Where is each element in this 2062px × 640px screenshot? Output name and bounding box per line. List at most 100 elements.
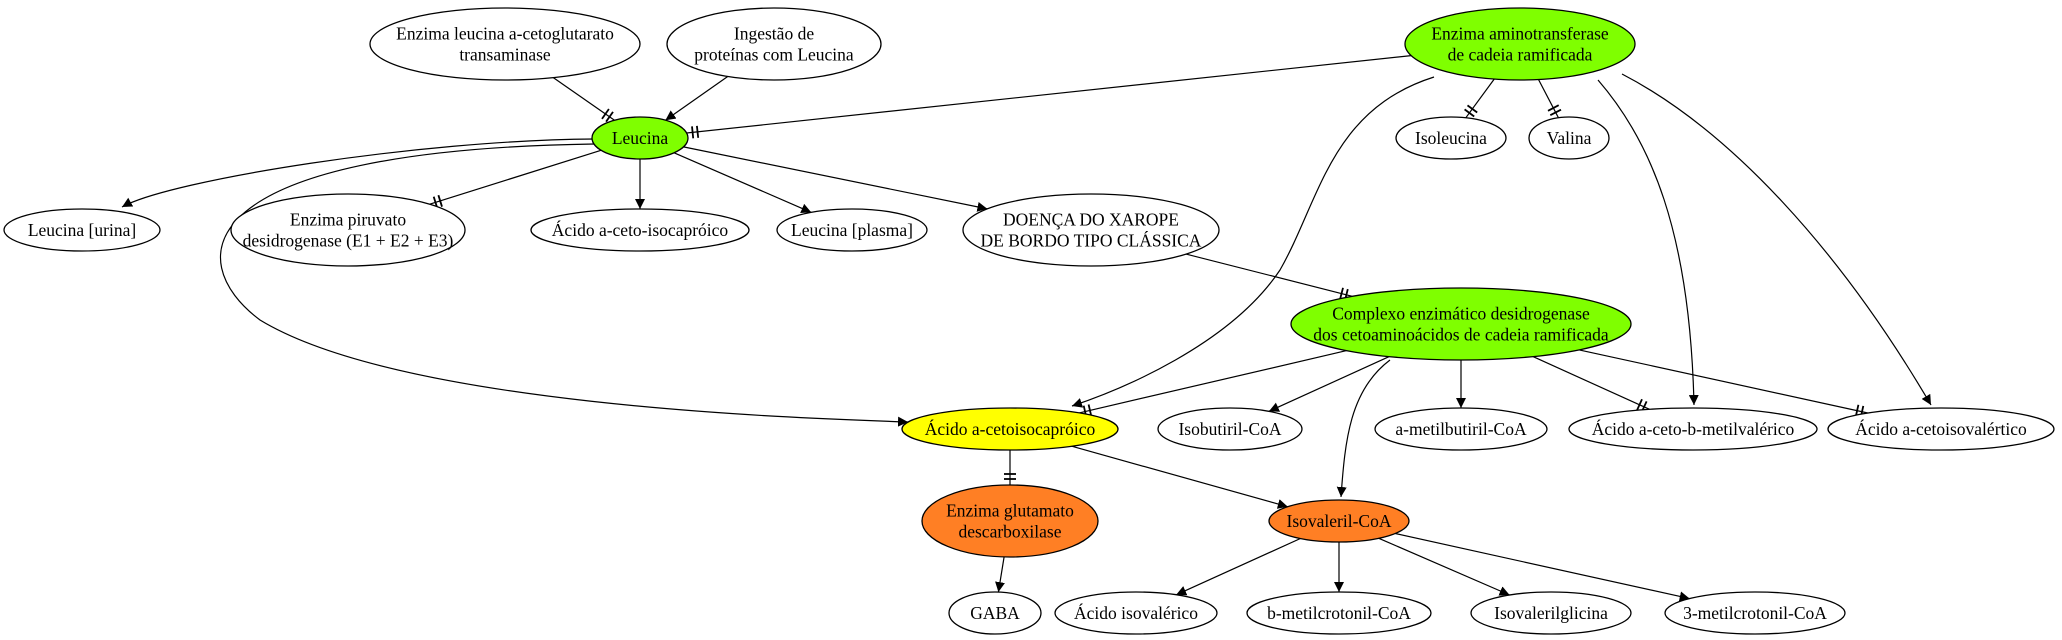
edge-line xyxy=(1597,79,1699,406)
node-label: Isovalerilglicina xyxy=(1494,603,1608,623)
node-label: Isoleucina xyxy=(1415,128,1487,148)
edge-enz-glutamato-to-gaba xyxy=(995,556,1005,593)
node-ellipse xyxy=(1568,407,1818,451)
node-isobutiril-coa: Isobutiril-CoA xyxy=(1157,407,1303,451)
node-label: Ácido a-cetoisocapróico xyxy=(925,419,1096,439)
edge-complexo-enzimatico-to-isovaleril-coa xyxy=(1336,359,1391,498)
edge-complexo-enzimatico-to-acido-cetoisovalerico xyxy=(1579,349,1868,418)
inhibit-bar xyxy=(437,194,443,207)
edge-acido-cetoisocaproico-to-isovaleril-coa xyxy=(1071,445,1288,509)
inhibit-bar xyxy=(1466,104,1478,114)
edge-complexo-enzimatico-to-acido-cetoisocaproico xyxy=(1079,350,1347,418)
edge-line xyxy=(1579,349,1868,414)
node-isoleucina: Isoleucina xyxy=(1395,116,1507,160)
inhibit-bar xyxy=(601,108,610,120)
node-ellipse xyxy=(1374,407,1548,451)
node-label: Leucina [plasma] xyxy=(791,220,913,240)
inhibit-bar xyxy=(1636,398,1643,411)
edge-line xyxy=(121,138,595,208)
edge-line xyxy=(1537,79,1559,118)
node-label: Ácido a-ceto-isocapróico xyxy=(552,220,729,240)
edge-doenca-xarope-to-complexo-enzimatico xyxy=(1185,253,1353,301)
edge-line xyxy=(686,55,1412,134)
inhibit-bar xyxy=(1549,108,1562,117)
node-ellipse xyxy=(921,484,1099,558)
node-leucina-plasma: Leucina [plasma] xyxy=(776,208,928,252)
node-label: 3-metilcrotonil-CoA xyxy=(1683,603,1827,623)
nodes-layer: Enzima leucina a-cetoglutaratotransamina… xyxy=(3,7,2055,635)
node-isovaleril-coa: Isovaleril-CoA xyxy=(1268,499,1410,543)
inhibit-bar xyxy=(1464,108,1475,118)
node-enz-leucina-transaminase: Enzima leucina a-cetoglutaratotransamina… xyxy=(369,7,641,81)
node-label: de cadeia ramificada xyxy=(1448,45,1593,65)
node-ellipse xyxy=(1246,591,1432,635)
edge-enz-aminotransferase-to-acido-ceto-metilvalerico xyxy=(1597,79,1699,406)
edge-line xyxy=(683,146,988,212)
edge-line xyxy=(673,152,812,214)
edge-line xyxy=(1336,359,1391,498)
inhibit-bar xyxy=(691,126,695,139)
edge-line xyxy=(665,76,729,121)
edge-complexo-enzimatico-to-isobutiril-coa xyxy=(1268,356,1390,412)
node-valina: Valina xyxy=(1528,116,1610,160)
node-ellipse xyxy=(901,407,1119,451)
node-ellipse xyxy=(3,208,161,252)
node-label: GABA xyxy=(970,603,1020,623)
node-ellipse xyxy=(1157,407,1303,451)
edge-enz-aminotransferase-to-valina xyxy=(1537,79,1562,118)
node-label: Ingestão de xyxy=(734,24,814,44)
node-ellipse xyxy=(1664,591,1846,635)
node-label: proteínas com Leucina xyxy=(694,45,854,65)
edge-line xyxy=(552,77,615,121)
edge-isovaleril-coa-to-metilcrotonil-coa-3 xyxy=(1395,532,1690,602)
edge-line xyxy=(995,556,1005,593)
node-gaba: GABA xyxy=(948,591,1042,635)
edge-acido-cetoisocaproico-to-enz-glutamato xyxy=(1004,450,1016,485)
node-leucina-urina: Leucina [urina] xyxy=(3,208,161,252)
node-leucina: Leucina xyxy=(591,116,689,160)
node-ellipse xyxy=(591,116,689,160)
node-isovalerilglicina: Isovalerilglicina xyxy=(1470,591,1632,635)
edge-line xyxy=(1268,356,1390,412)
node-ellipse xyxy=(1528,116,1610,160)
node-ellipse xyxy=(948,591,1042,635)
node-label: Ácido isovalérico xyxy=(1074,603,1198,623)
edge-enz-aminotransferase-to-acido-cetoisovalerico xyxy=(1621,73,1932,406)
edge-line xyxy=(1465,78,1495,119)
inhibit-bar xyxy=(696,125,700,138)
edge-line xyxy=(1071,445,1288,509)
node-label: DOENÇA DO XAROPE xyxy=(1003,210,1179,230)
node-label: Valina xyxy=(1547,128,1592,148)
inhibit-bar xyxy=(1087,404,1093,417)
node-label: dos cetoaminoácidos de cadeia ramificada xyxy=(1313,325,1609,345)
node-ellipse xyxy=(230,193,466,267)
node-label: Enzima aminotransferase xyxy=(1431,24,1609,44)
node-metilbutiril-coa: a-metilbutiril-CoA xyxy=(1374,407,1548,451)
edge-line xyxy=(1071,76,1435,408)
node-label: b-metilcrotonil-CoA xyxy=(1267,603,1411,623)
edge-leucina-to-enz-piruvato xyxy=(429,149,602,209)
node-ellipse xyxy=(776,208,928,252)
node-ellipse xyxy=(369,7,641,81)
node-ellipse xyxy=(1827,407,2055,451)
node-ellipse xyxy=(1054,591,1218,635)
edge-isovaleril-coa-to-acido-isovalerico xyxy=(1175,537,1301,596)
node-acido-cetoisovalerico: Ácido a-cetoisovalértico xyxy=(1827,407,2055,451)
node-label: Enzima glutamato xyxy=(946,501,1074,521)
node-acido-cetoisocaproico: Ácido a-cetoisocapróico xyxy=(901,407,1119,451)
node-acido-ceto-isocaproico: Ácido a-ceto-isocapróico xyxy=(530,208,750,252)
node-ellipse xyxy=(962,193,1220,267)
node-label: Ácido a-ceto-b-metilvalérico xyxy=(1592,419,1795,439)
inhibit-bar xyxy=(1339,287,1344,300)
node-label: Isovaleril-CoA xyxy=(1287,511,1392,531)
inhibit-bar xyxy=(1547,104,1560,112)
edge-isovaleril-coa-to-isovalerilglicina xyxy=(1378,537,1510,596)
node-label: descarboxilase xyxy=(958,522,1061,542)
edge-line xyxy=(429,149,602,205)
node-acido-isovalerico: Ácido isovalérico xyxy=(1054,591,1218,635)
node-ellipse xyxy=(666,7,882,81)
